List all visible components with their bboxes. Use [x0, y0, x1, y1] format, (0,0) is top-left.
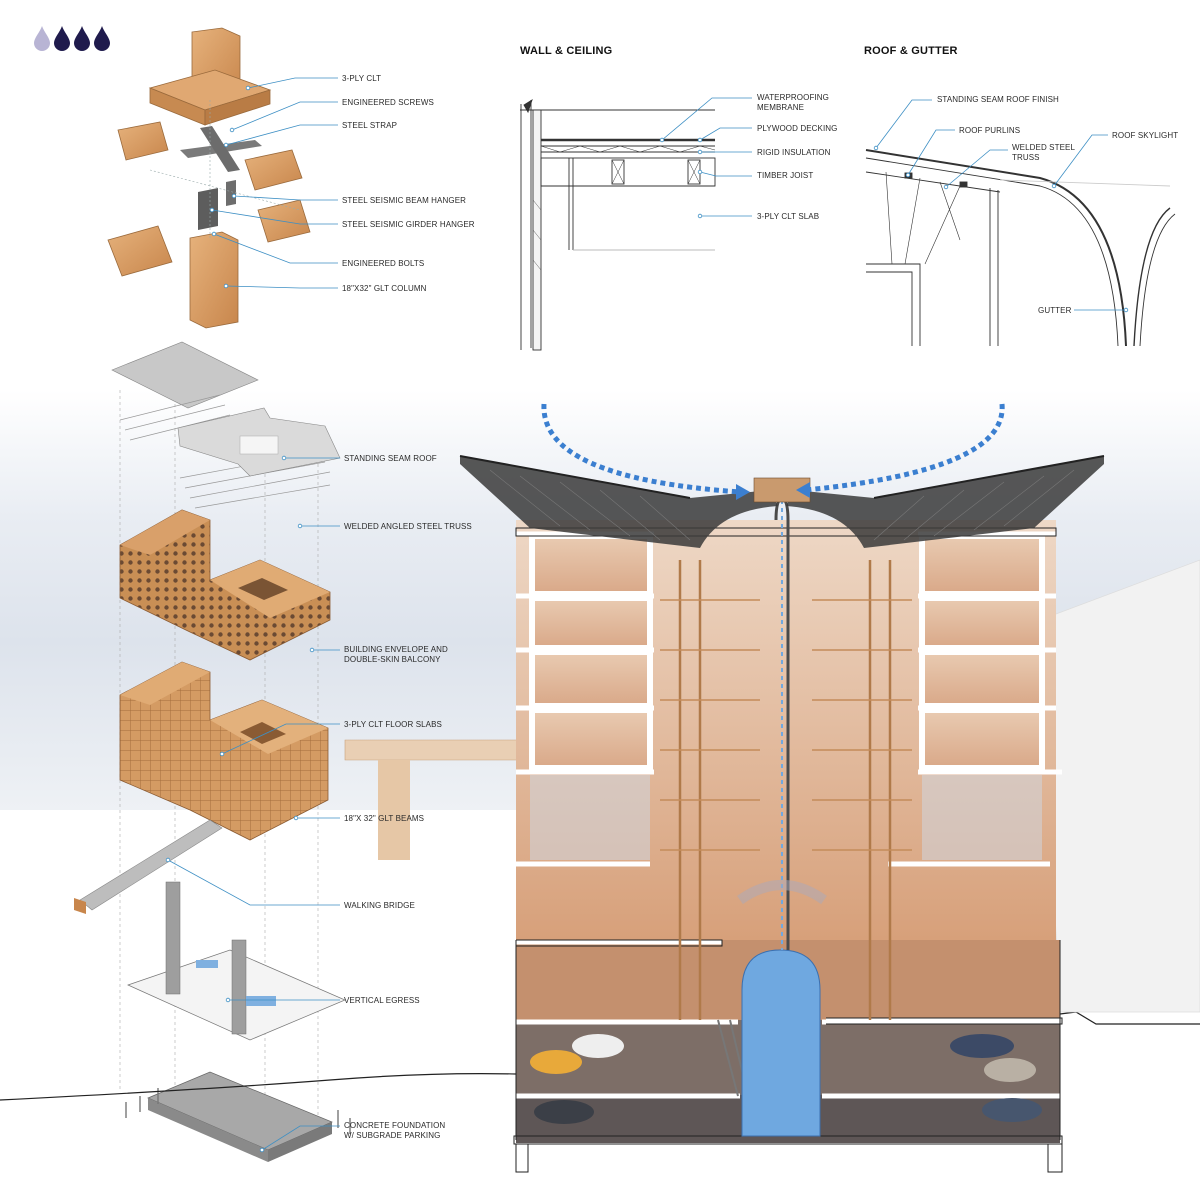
label-vertical-egress: VERTICAL EGRESS [344, 996, 420, 1005]
timber-joint-exploded [107, 27, 311, 329]
label-welded-angled-steel-truss: WELDED ANGLED STEEL TRUSS [344, 522, 472, 531]
label-engineered-screws: ENGINEERED SCREWS [342, 98, 434, 107]
drop-filled-icon [94, 26, 110, 51]
label-gutter: GUTTER [1038, 306, 1072, 315]
label-building-envelope: BUILDING ENVELOPE AND DOUBLE-SKIN BALCON… [344, 645, 448, 664]
label-engineered-bolts: ENGINEERED BOLTS [342, 259, 425, 268]
label-glt-beams: 18"x 32" GLT BEAMS [344, 814, 425, 823]
label-clt-slab: 3-PLY CLT SLAB [757, 212, 820, 221]
label-girder-hanger: STEEL SEISMIC GIRDER HANGER [342, 220, 475, 229]
exploded-leader-lines [165, 455, 340, 1153]
joint-leader-lines [209, 77, 338, 289]
building-section [344, 455, 1200, 1173]
label-glt-column: 18"X32" GLT COLUMN [342, 284, 427, 293]
label-roof-skylight: ROOF SKYLIGHT [1112, 131, 1179, 140]
water-drop-rating [34, 26, 110, 51]
drop-filled-icon [74, 26, 90, 51]
roof-gutter-title: ROOF & GUTTER [864, 45, 958, 57]
label-rigid-insulation: RIGID INSULATION [757, 148, 831, 157]
label-waterproofing-membrane: WATERPROOFING MEMBRANE [757, 93, 829, 112]
label-plywood-decking: PLYWOOD DECKING [757, 124, 838, 133]
label-standing-seam-roof: STANDING SEAM ROOF [344, 454, 437, 463]
label-welded-steel-truss: WELDED STEEL TRUSS [1012, 143, 1075, 162]
label-steel-strap: STEEL STRAP [342, 121, 398, 130]
label-3-ply-clt: 3-PLY CLT [342, 74, 382, 83]
parking-cars [530, 1034, 1042, 1124]
label-clt-floor-slabs: 3-PLY CLT FLOOR SLABS [344, 720, 442, 729]
exploded-axonometric [74, 341, 351, 1162]
label-standing-seam-roof-finish: STANDING SEAM ROOF FINISH [937, 95, 1059, 104]
label-roof-purlins: ROOF PURLINS [959, 126, 1021, 135]
drop-empty-icon [34, 26, 50, 51]
wall-leader-lines [659, 97, 752, 219]
airflow-arrows [541, 403, 1005, 495]
label-walking-bridge: WALKING BRIDGE [344, 901, 415, 910]
roof-gutter-detail [865, 149, 1176, 347]
wall-ceiling-detail [520, 98, 716, 351]
label-beam-hanger: STEEL SEISMIC BEAM HANGER [342, 196, 467, 205]
wall-ceiling-title: WALL & CEILING [520, 45, 613, 57]
label-timber-joist: TIMBER JOIST [757, 171, 814, 180]
roof-leader-lines [873, 99, 1129, 313]
label-concrete-foundation: CONCRETE FOUNDATION w/ SUBGRADE PARKING [344, 1121, 446, 1140]
drop-filled-icon [54, 26, 70, 51]
